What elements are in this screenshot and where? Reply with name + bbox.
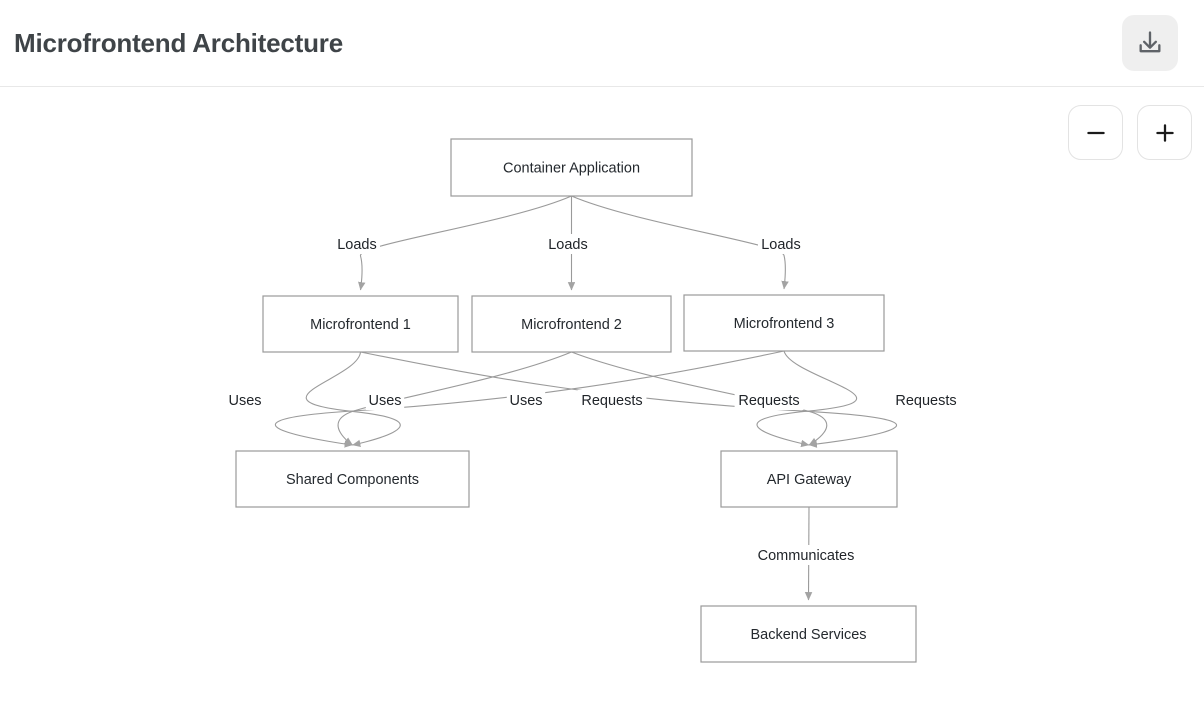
- edge-container-to-mfe3: [571, 195, 789, 290]
- edge-label-text: Loads: [337, 237, 377, 253]
- node-box: [262, 295, 459, 353]
- node-box: [700, 605, 917, 663]
- node-mfe1[interactable]: Microfrontend 1: [262, 295, 459, 353]
- edge-label-mfe1-shared: Uses: [225, 390, 265, 410]
- edge-label-container-mfe3: Loads: [758, 234, 804, 254]
- edge-mfe3-to-gateway: [756, 350, 858, 448]
- node-mfe3[interactable]: Microfrontend 3: [683, 294, 885, 352]
- node-label: Shared Components: [286, 472, 419, 488]
- edge-label-backdrop: [225, 390, 265, 410]
- edge-label-text: Uses: [368, 393, 401, 409]
- page-title: Microfrontend Architecture: [14, 28, 343, 58]
- node-label: Backend Services: [750, 627, 866, 643]
- node-container[interactable]: Container Application: [450, 138, 693, 197]
- edge-label-text: Loads: [761, 237, 801, 253]
- node-mfe2[interactable]: Microfrontend 2: [471, 295, 672, 353]
- edge-label-text: Requests: [738, 393, 799, 409]
- edge-label-text: Communicates: [758, 548, 855, 564]
- download-icon: [1136, 29, 1164, 57]
- edge-container-to-mfe1: [358, 195, 572, 291]
- node-label: API Gateway: [767, 472, 852, 488]
- edge-label-mfe2-gateway: Requests: [734, 390, 804, 410]
- edge-label-text: Uses: [509, 393, 542, 409]
- edge-mfe3-to-shared: [275, 350, 785, 448]
- edge-label-backdrop: [577, 390, 647, 410]
- edge-label-mfe3-gateway: Requests: [891, 390, 961, 410]
- node-box: [471, 295, 672, 353]
- edge-label-mfe1-gateway: Requests: [577, 390, 647, 410]
- app-header: Microfrontend Architecture: [0, 0, 1204, 87]
- node-box: [450, 138, 693, 197]
- node-label: Microfrontend 1: [310, 317, 411, 333]
- edge-label-text: Requests: [895, 393, 956, 409]
- edge-label-backdrop: [545, 234, 591, 254]
- zoom-out-button[interactable]: [1068, 105, 1123, 160]
- edge-label-container-mfe2: Loads: [545, 234, 591, 254]
- edge-label-mfe3-shared: Uses: [506, 390, 546, 410]
- zoom-controls: [1068, 105, 1192, 160]
- node-box: [720, 450, 898, 508]
- download-button[interactable]: [1122, 15, 1178, 71]
- node-label: Microfrontend 3: [734, 316, 835, 332]
- minus-icon: [1083, 120, 1109, 146]
- edge-label-text: Loads: [548, 237, 588, 253]
- edge-label-backdrop: [334, 234, 380, 254]
- edge-label-backdrop: [756, 545, 856, 565]
- edge-label-backdrop: [891, 390, 961, 410]
- node-backend[interactable]: Backend Services: [700, 605, 917, 663]
- edge-label-backdrop: [506, 390, 546, 410]
- edge-label-text: Requests: [581, 393, 642, 409]
- edge-label-container-mfe1: Loads: [334, 234, 380, 254]
- node-label: Microfrontend 2: [521, 317, 622, 333]
- node-shared[interactable]: Shared Components: [235, 450, 470, 508]
- node-label: Container Application: [503, 160, 640, 176]
- plus-icon: [1152, 120, 1178, 146]
- edge-label-text: Uses: [228, 393, 261, 409]
- edge-label-backdrop: [365, 390, 405, 410]
- edge-label-gateway-backend: Communicates: [756, 545, 856, 565]
- node-box: [235, 450, 470, 508]
- node-box: [683, 294, 885, 352]
- edge-label-backdrop: [734, 390, 804, 410]
- zoom-in-button[interactable]: [1137, 105, 1192, 160]
- edge-label-mfe2-shared: Uses: [365, 390, 405, 410]
- node-gateway[interactable]: API Gateway: [720, 450, 898, 508]
- edge-label-backdrop: [758, 234, 804, 254]
